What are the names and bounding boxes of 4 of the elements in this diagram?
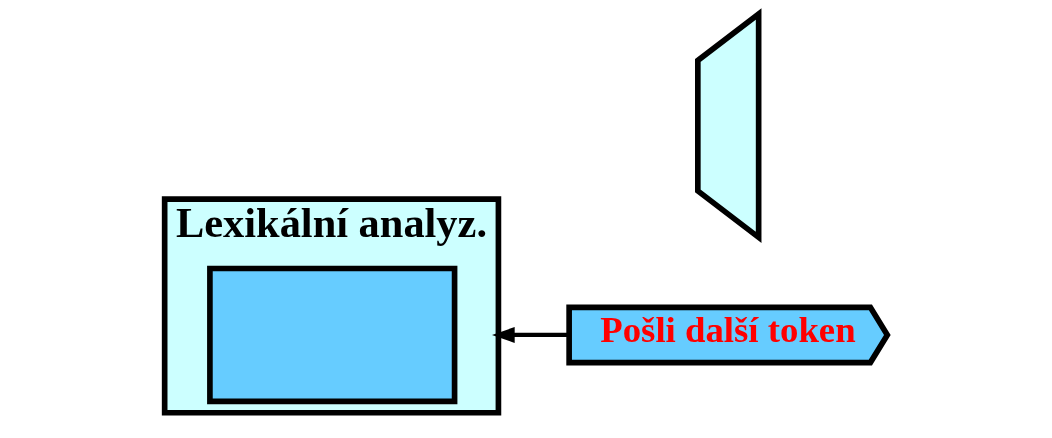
node-box <box>207 265 458 405</box>
node-trapezoid <box>695 8 762 244</box>
arrow <box>492 327 569 343</box>
cluster: Lexikální analyz. <box>161 196 502 416</box>
